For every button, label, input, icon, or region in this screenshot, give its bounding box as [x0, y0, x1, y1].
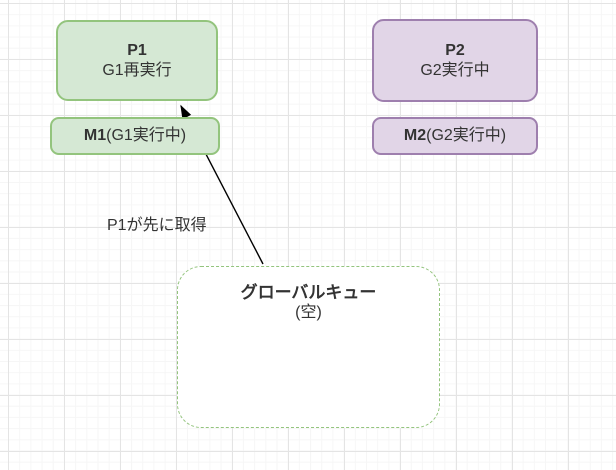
node-m2-detail: (G2実行中) [426, 127, 507, 144]
edge-label-queue-to-p1: P1が先に取得 [107, 217, 207, 234]
node-m2-prefix: M2 [403, 127, 427, 144]
node-global-queue[interactable]: グローバルキュー (空) [177, 266, 440, 428]
node-p1-status: G1再実行 [102, 61, 172, 79]
node-p2[interactable]: P2 G2実行中 [372, 19, 538, 102]
node-m1-detail: (G1実行中) [106, 127, 187, 144]
global-queue-title: グローバルキュー [240, 283, 377, 302]
node-p2-title: P2 [445, 41, 465, 59]
node-m1-prefix: M1 [83, 127, 107, 144]
node-p2-status: G2実行中 [420, 61, 490, 79]
global-queue-state: (空) [295, 304, 322, 321]
node-m1[interactable]: M1(G1実行中) [50, 117, 220, 155]
node-p1-title: P1 [127, 41, 147, 59]
node-m2[interactable]: M2(G2実行中) [372, 117, 538, 155]
node-p1[interactable]: P1 G1再実行 [56, 20, 218, 101]
